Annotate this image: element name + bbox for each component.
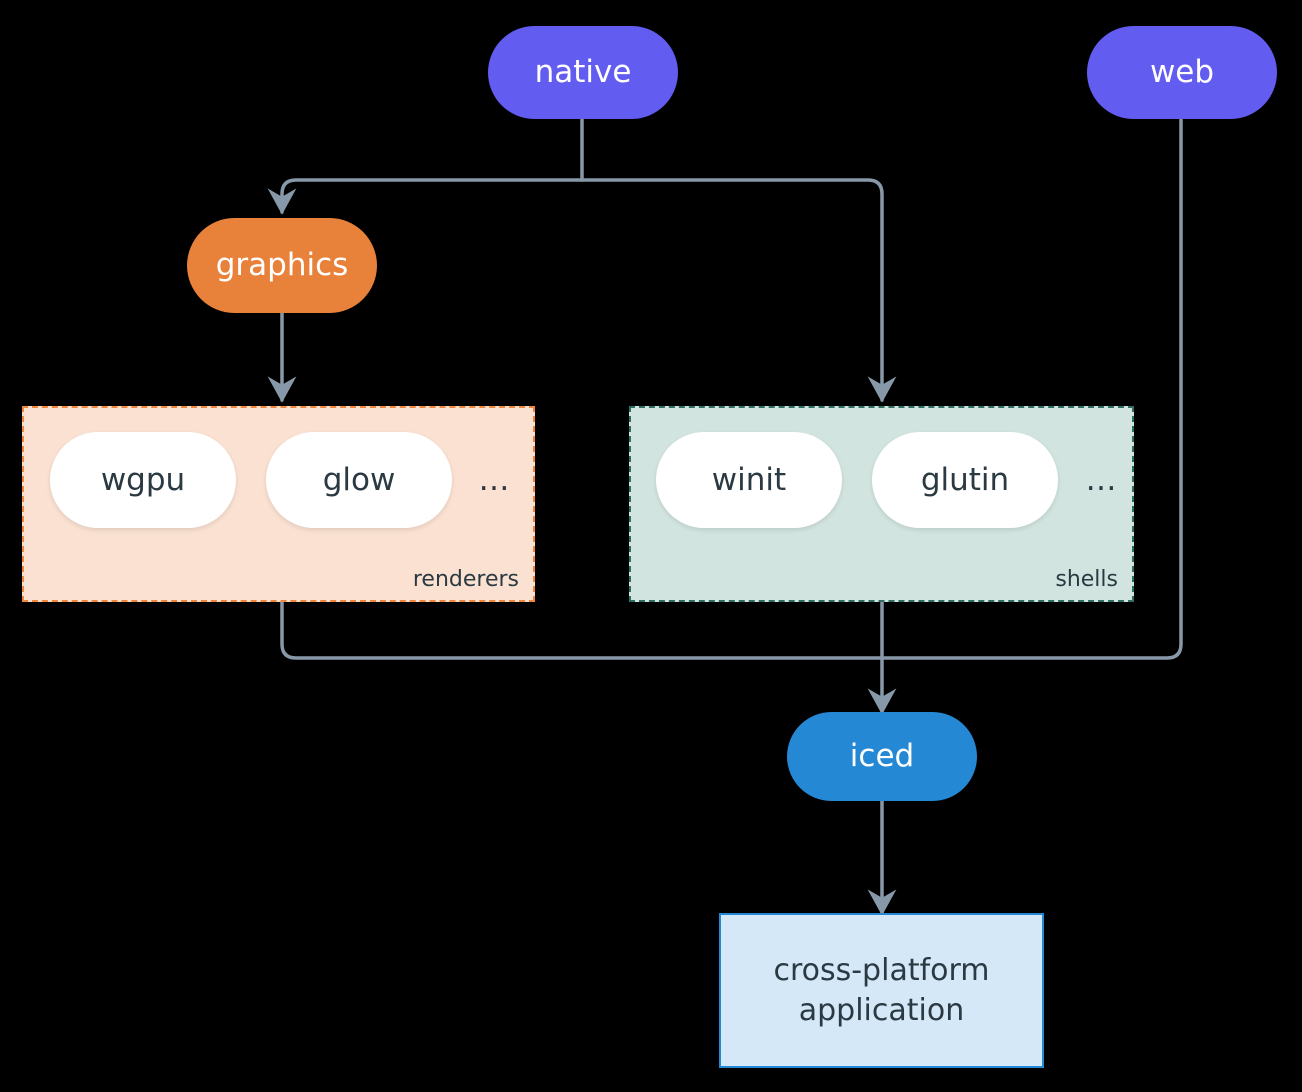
pill-glutin-label: glutin [920,462,1010,498]
node-iced-label: iced [849,738,915,775]
edge-renderers-iced [280,600,884,660]
edge-web-iced [880,117,1183,660]
pill-wgpu[interactable]: wgpu [50,432,236,528]
shells-ellipsis: … [1085,462,1117,498]
node-web-label: web [1149,54,1215,91]
node-graphics[interactable]: graphics [187,218,377,313]
renderers-ellipsis: … [478,462,510,498]
pill-glow[interactable]: glow [266,432,452,528]
edge-native-graphics [267,178,584,215]
node-native-label: native [534,54,632,91]
node-web[interactable]: web [1087,26,1277,119]
group-shells-label: shells [1055,567,1118,592]
node-graphics-label: graphics [215,247,349,284]
pill-wgpu-label: wgpu [100,462,186,498]
node-iced[interactable]: iced [787,712,977,801]
pill-winit[interactable]: winit [656,432,842,528]
group-renderers-label: renderers [412,567,519,592]
edge-native-shells [580,178,897,403]
node-native[interactable]: native [488,26,678,119]
node-application[interactable]: cross-platform application [719,913,1044,1068]
pill-glutin[interactable]: glutin [872,432,1058,528]
node-application-label-line2: application [798,992,965,1028]
node-application-label-line1: cross-platform [773,952,990,988]
pill-glow-label: glow [322,462,396,498]
pill-winit-label: winit [711,462,787,498]
